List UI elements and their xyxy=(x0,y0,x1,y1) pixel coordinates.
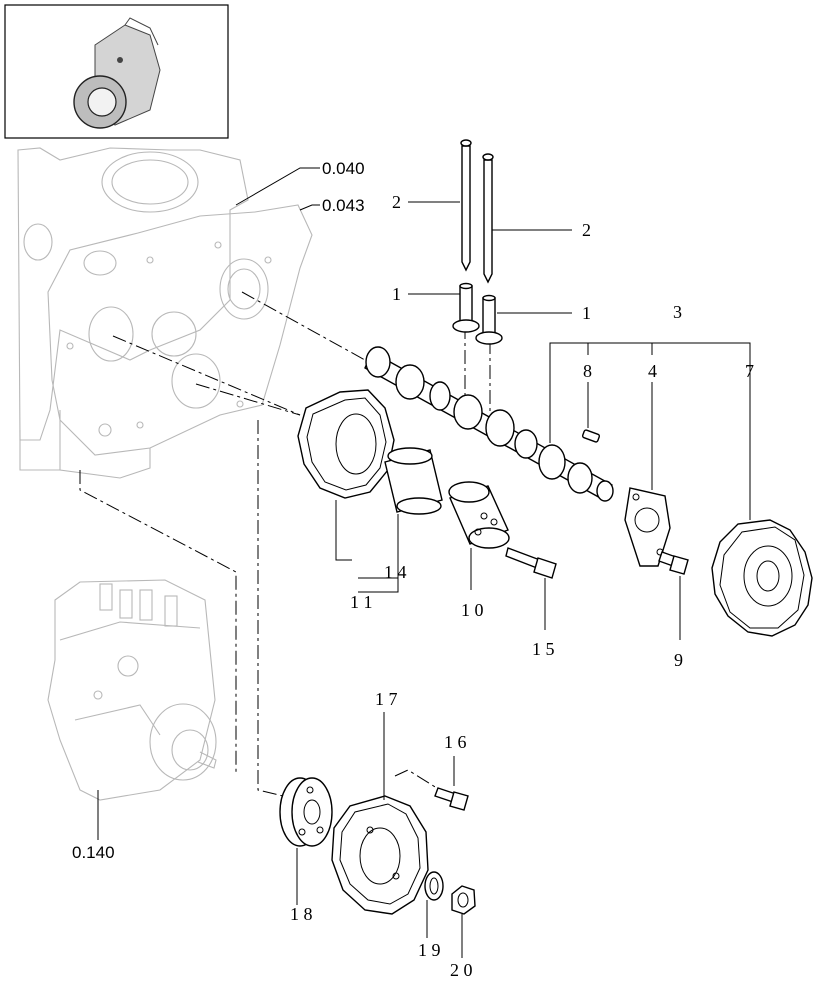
bolt-15 xyxy=(505,547,557,579)
callout-2-right: 2 xyxy=(582,220,591,240)
tappet-left xyxy=(452,282,480,333)
nut xyxy=(451,885,476,915)
push-rod-left xyxy=(460,139,472,272)
push-rod-right xyxy=(482,153,494,284)
pump-gear xyxy=(331,795,429,915)
callout-17: 1 7 xyxy=(375,689,398,709)
bolt-9 xyxy=(658,551,689,575)
ref-0-140: 0.140 xyxy=(72,843,115,862)
callout-4: 4 xyxy=(648,361,657,381)
callout-11: 1 1 xyxy=(350,592,373,612)
pump-flange xyxy=(279,777,333,847)
callout-1-right: 1 xyxy=(582,303,591,323)
callout-20: 2 0 xyxy=(450,960,473,980)
callout-8: 8 xyxy=(583,361,592,381)
callout-16: 1 6 xyxy=(444,732,467,752)
callout-19: 1 9 xyxy=(418,940,441,960)
callout-3: 3 xyxy=(673,302,682,322)
tappet-right xyxy=(475,294,503,345)
ref-0-043: 0.043 xyxy=(322,196,365,215)
key xyxy=(581,429,601,443)
thrust-plate xyxy=(624,487,671,567)
leader-lines xyxy=(97,167,751,958)
bolt-16 xyxy=(434,787,469,811)
gear-hub xyxy=(448,481,510,549)
assembly-guide-lines xyxy=(79,291,491,801)
ref-0-040: 0.040 xyxy=(322,159,365,178)
callout-7: 7 xyxy=(745,361,754,381)
callout-2-left: 2 xyxy=(392,192,401,212)
callout-9: 9 xyxy=(674,650,683,670)
thumbnail-inset xyxy=(4,4,229,139)
callout-10: 1 0 xyxy=(461,600,484,620)
callout-1-left: 1 xyxy=(392,284,401,304)
callout-14: 1 4 xyxy=(384,562,407,582)
bushing xyxy=(384,447,443,515)
callout-18: 1 8 xyxy=(290,904,313,924)
camshaft xyxy=(364,346,614,502)
callout-15: 1 5 xyxy=(532,639,555,659)
injection-pump-outline xyxy=(47,579,217,801)
engine-block-outline xyxy=(17,147,313,479)
idler-gear xyxy=(297,389,395,499)
camshaft-gear xyxy=(711,519,813,637)
spring-washer xyxy=(424,871,444,901)
